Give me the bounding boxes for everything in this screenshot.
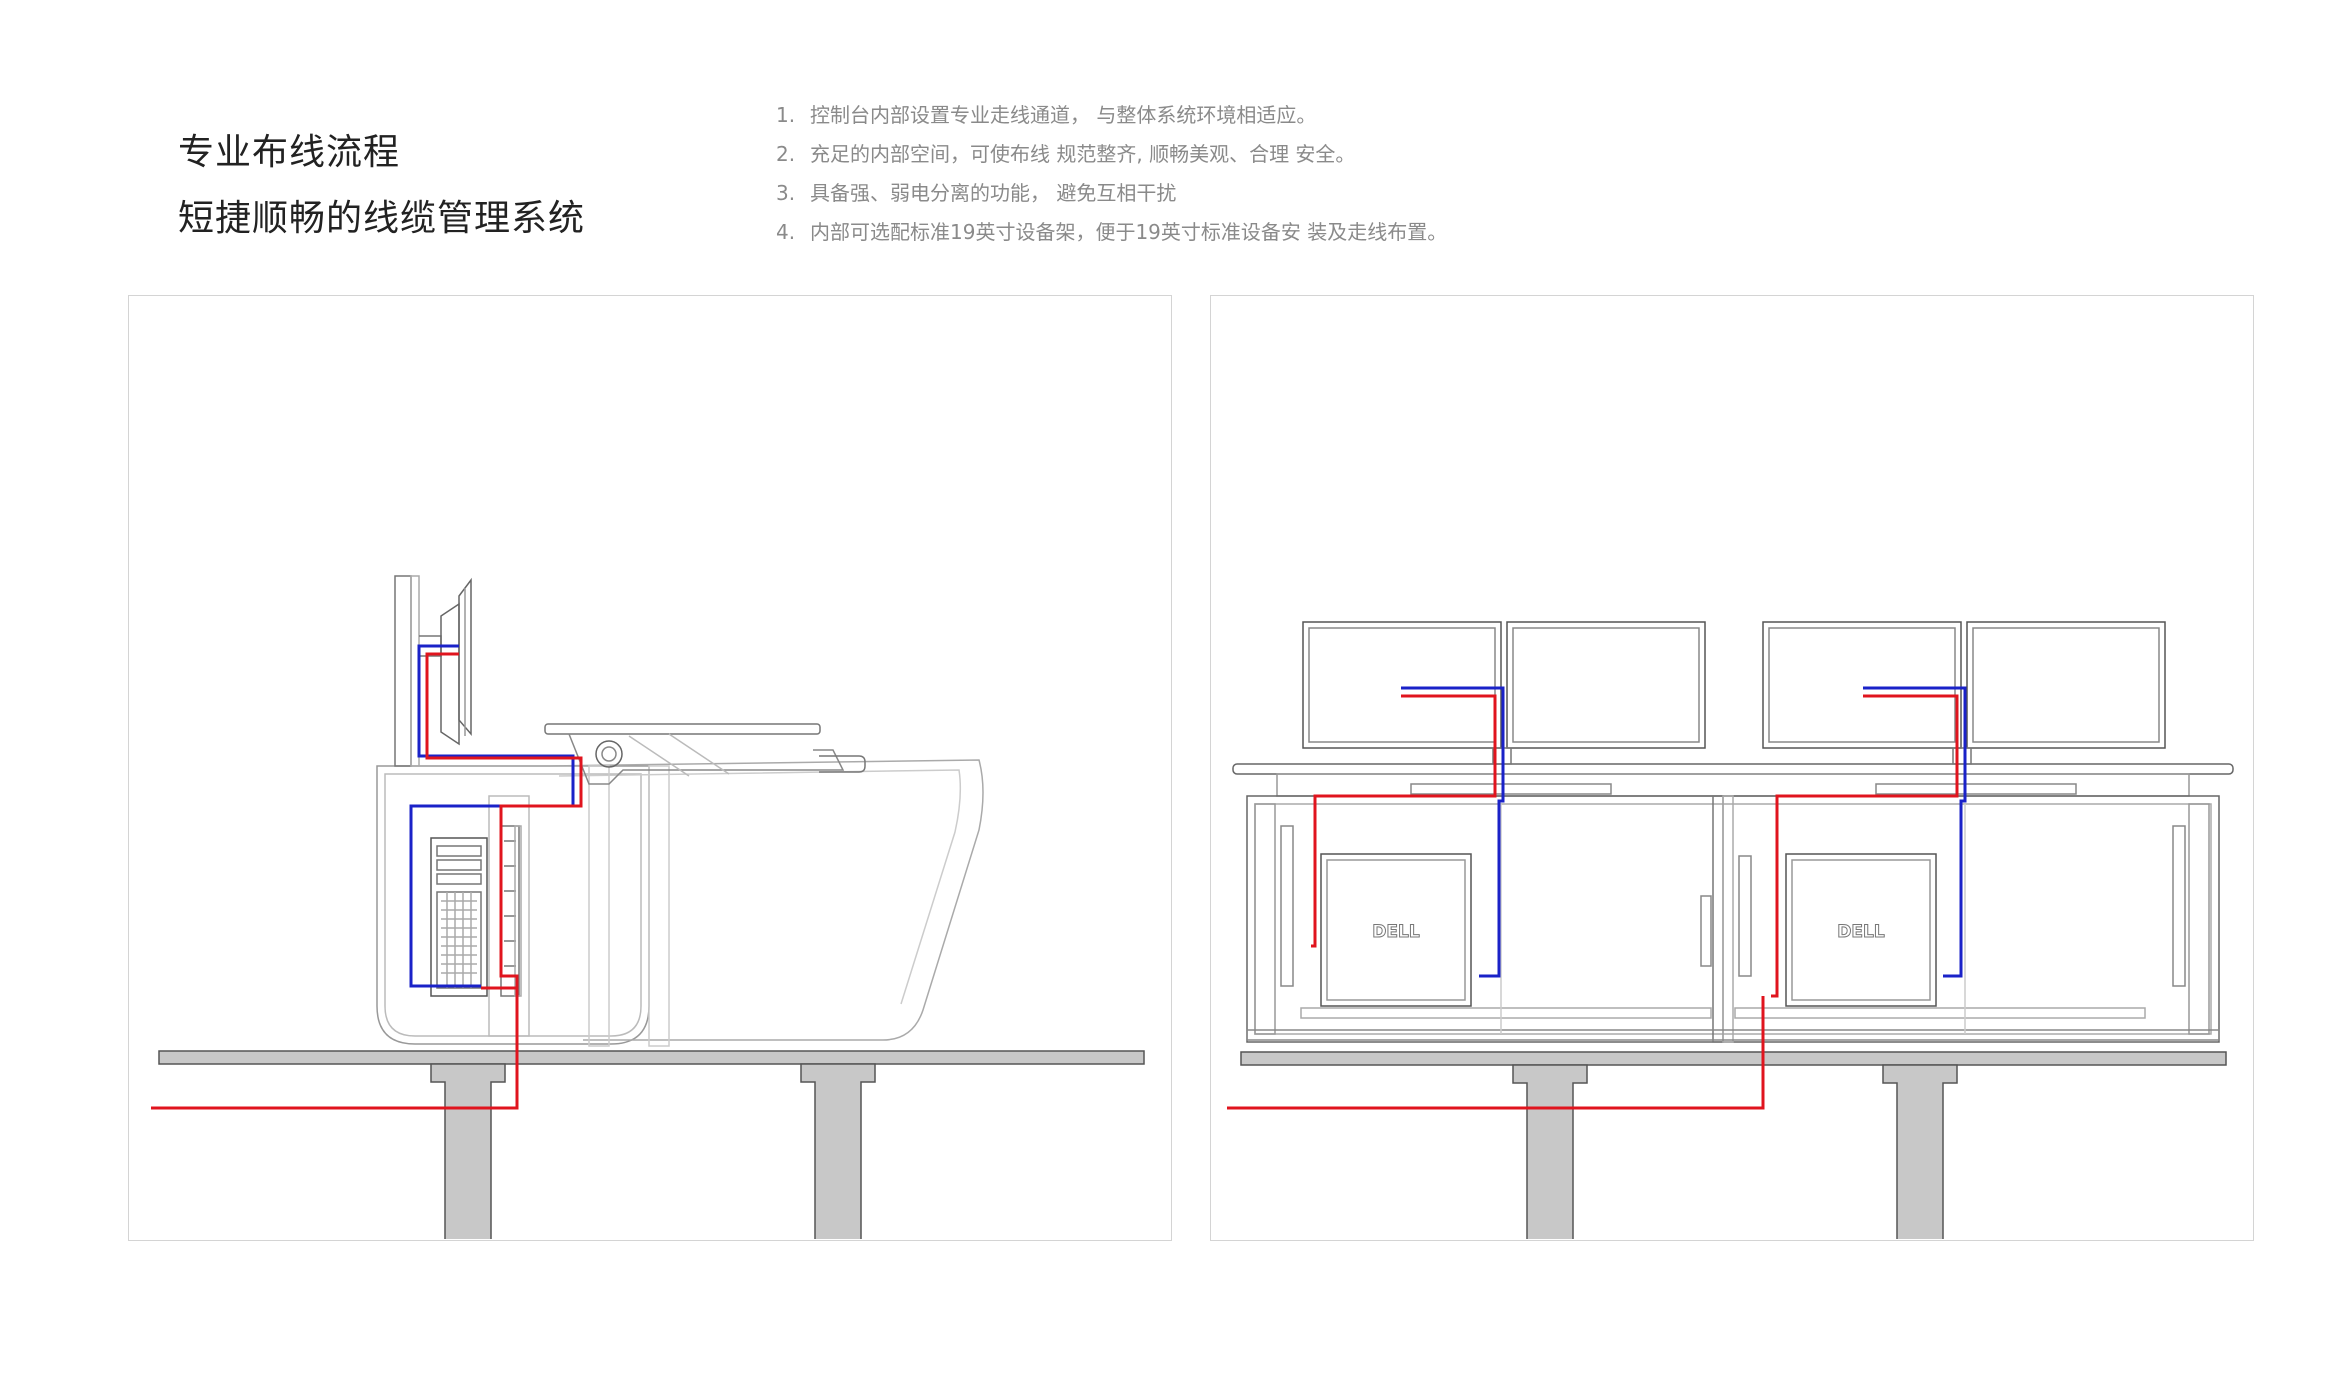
monitor-array: [1302, 621, 2166, 765]
feature-list: 1. 控制台内部设置专业走线通道， 与整体系统环境相适应。 2. 充足的内部空间，可…: [776, 96, 1447, 252]
feature-number: 2.: [776, 142, 796, 166]
console-desktop: [1232, 763, 2234, 797]
feature-text: 控制台内部设置专业走线通道， 与整体系统环境相适应。: [810, 103, 1317, 127]
feature-text: 内部可选配标准19英寸设备架，便于19英寸标准设备安 装及走线布置。: [810, 220, 1448, 244]
monitor-mount: [394, 575, 472, 767]
page-subtitle: 短捷顺畅的线缆管理系统: [178, 198, 586, 239]
feature-item: 2. 充足的内部空间，可使布线 规范整齐, 顺畅美观、合理 安全。: [776, 135, 1447, 174]
rack-brackets: [1280, 825, 2186, 987]
power-cable-red: [151, 652, 583, 1110]
pc-tower-left: DELL: [1320, 853, 1472, 1007]
feature-number: 1.: [776, 103, 796, 127]
feature-text: 充足的内部空间，可使布线 规范整齐, 顺畅美观、合理 安全。: [810, 142, 1356, 166]
pc-tower: [430, 837, 488, 997]
page-title: 专业布线流程: [178, 132, 401, 173]
feature-item: 3. 具备强、弱电分离的功能， 避免互相干扰: [776, 174, 1447, 213]
dell-logo-left: DELL: [1372, 922, 1420, 942]
work-surface: [544, 723, 866, 785]
feature-text: 具备强、弱电分离的功能， 避免互相干扰: [810, 181, 1177, 205]
terminal-rack: [500, 825, 522, 997]
raised-floor: [1240, 1051, 2227, 1239]
front-view-diagram: DELL DELL: [1227, 621, 2234, 1239]
pc-tower-right: DELL: [1785, 853, 1937, 1007]
signal-cable-blue: [1401, 686, 1967, 978]
feature-number: 4.: [776, 220, 796, 244]
raised-floor: [158, 1050, 1145, 1239]
feature-number: 3.: [776, 181, 796, 205]
dell-logo-right: DELL: [1837, 922, 1885, 942]
console-cabinet: [376, 759, 984, 1047]
power-cable-red: [1227, 694, 1959, 1110]
feature-item: 4. 内部可选配标准19英寸设备架，便于19英寸标准设备安 装及走线布置。: [776, 213, 1447, 252]
side-view-diagram: [151, 575, 1145, 1239]
front-view-panel: DELL DELL: [1210, 295, 2254, 1241]
title-block: 专业布线流程 短捷顺畅的线缆管理系统: [178, 120, 585, 252]
console-cabinet: [1246, 795, 2220, 1043]
feature-item: 1. 控制台内部设置专业走线通道， 与整体系统环境相适应。: [776, 96, 1447, 135]
signal-cable-blue: [409, 644, 575, 988]
side-view-panel: [128, 295, 1172, 1241]
